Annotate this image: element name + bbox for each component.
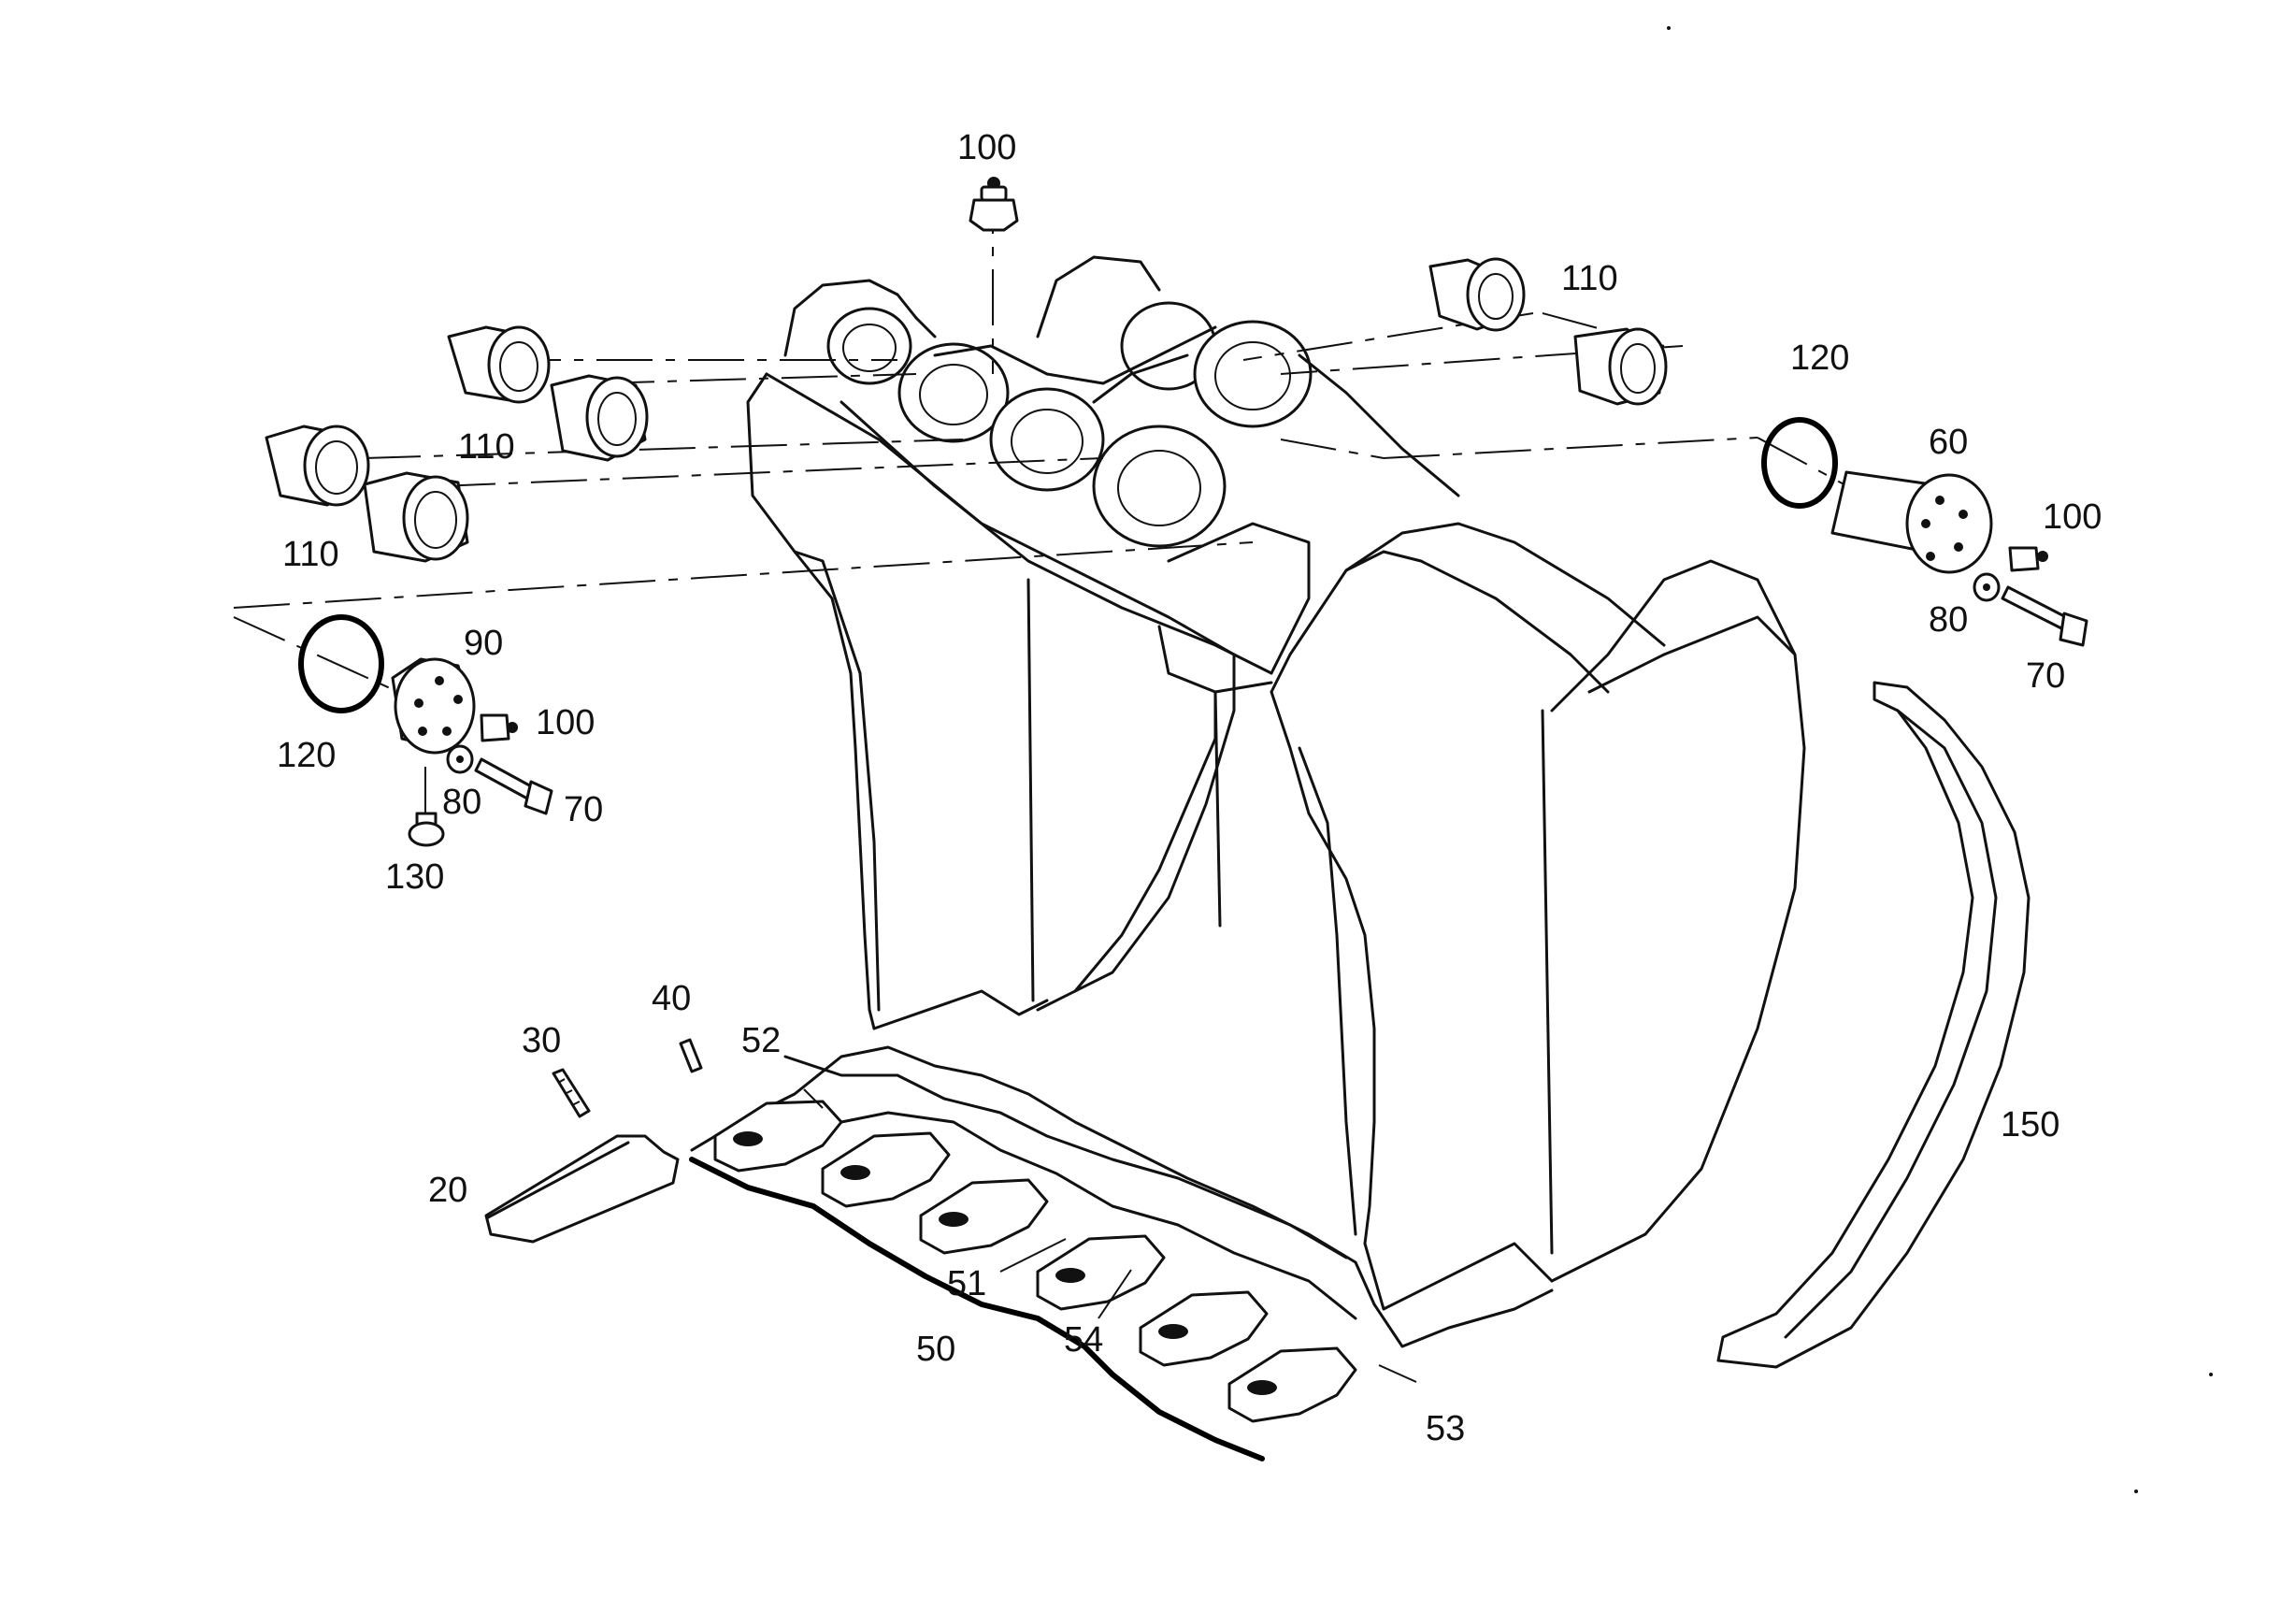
- tooth-row: [690, 1045, 1376, 1423]
- label-80-left: 80: [442, 783, 481, 822]
- grease-nipple-right: [2008, 546, 2048, 572]
- label-54: 54: [1064, 1320, 1103, 1360]
- o-ring-120-right: [1761, 417, 1838, 509]
- bushing-110-upper-right-a: [1428, 257, 1526, 332]
- speck: [2209, 1373, 2213, 1376]
- label-80-right: 80: [1929, 600, 1968, 640]
- label-110-mid-left: 110: [458, 427, 515, 467]
- label-20: 20: [428, 1171, 467, 1210]
- o-ring-120-left: [298, 614, 384, 713]
- tooth-point-20: [484, 1134, 680, 1244]
- label-100-left: 100: [536, 703, 595, 742]
- left-lug-bore: [826, 307, 912, 385]
- pin-60: [1830, 470, 1993, 574]
- tooth-3: [919, 1178, 1049, 1255]
- label-53: 53: [1426, 1409, 1465, 1448]
- bushing-a: [897, 342, 1010, 443]
- assembly-centerlines: [233, 178, 1917, 712]
- washer-80-left: [446, 744, 474, 774]
- grease-nipple-left: [480, 713, 518, 742]
- tooth-4: [1036, 1234, 1166, 1311]
- side-cutter-150: [1716, 681, 2031, 1369]
- label-110-top-right: 110: [1561, 259, 1618, 298]
- bushing-c: [1092, 425, 1227, 548]
- label-120-left: 120: [277, 736, 336, 775]
- bolt-70-left: [474, 757, 553, 815]
- cap-90: [391, 657, 476, 755]
- label-40: 40: [652, 979, 691, 1018]
- label-100-top: 100: [957, 128, 1016, 167]
- pin-30: [552, 1068, 591, 1118]
- label-70-right: 70: [2026, 656, 2065, 696]
- label-110-left: 110: [282, 535, 339, 574]
- washer-80-right: [1973, 572, 2001, 602]
- label-150: 150: [2001, 1105, 2059, 1144]
- label-120-right: 120: [1790, 338, 1849, 378]
- tooth-2: [821, 1131, 951, 1208]
- bushing-110-upper-right-b: [1573, 327, 1668, 406]
- tooth-1: [713, 1100, 843, 1173]
- right-lug-bore-front: [1193, 320, 1313, 428]
- retainer-40: [679, 1038, 703, 1073]
- speck: [2134, 1490, 2138, 1493]
- bushing-110-upper-left-b: [550, 374, 649, 462]
- speck: [1667, 26, 1671, 30]
- label-60: 60: [1929, 423, 1968, 462]
- bushing-b: [989, 387, 1105, 492]
- bushing-110-lower-left-a: [265, 425, 370, 507]
- tooth-6: [1227, 1346, 1357, 1423]
- leader-lines: [803, 1088, 1417, 1383]
- label-50: 50: [916, 1330, 955, 1369]
- label-100-right: 100: [2043, 497, 2102, 537]
- bolt-70-right: [2001, 585, 2088, 647]
- label-52: 52: [741, 1021, 781, 1060]
- bushing-110-upper-left-a: [447, 325, 551, 404]
- label-51: 51: [947, 1264, 986, 1303]
- label-30: 30: [522, 1021, 561, 1060]
- grease-nipple-top: [969, 177, 1019, 232]
- bushing-110-lower-left-b: [363, 471, 469, 563]
- label-90: 90: [464, 624, 503, 663]
- plug-130: [408, 767, 445, 847]
- part-labels: 100 110 110 110 120 60 100 80 70 90 100 …: [277, 128, 2102, 1448]
- bucket-body: [746, 372, 1806, 1348]
- mounting-lugs: [783, 255, 1460, 548]
- cutting-edge-50: [689, 1157, 1265, 1461]
- tooth-5: [1139, 1290, 1269, 1367]
- label-70-left: 70: [564, 790, 603, 829]
- label-130: 130: [385, 857, 444, 897]
